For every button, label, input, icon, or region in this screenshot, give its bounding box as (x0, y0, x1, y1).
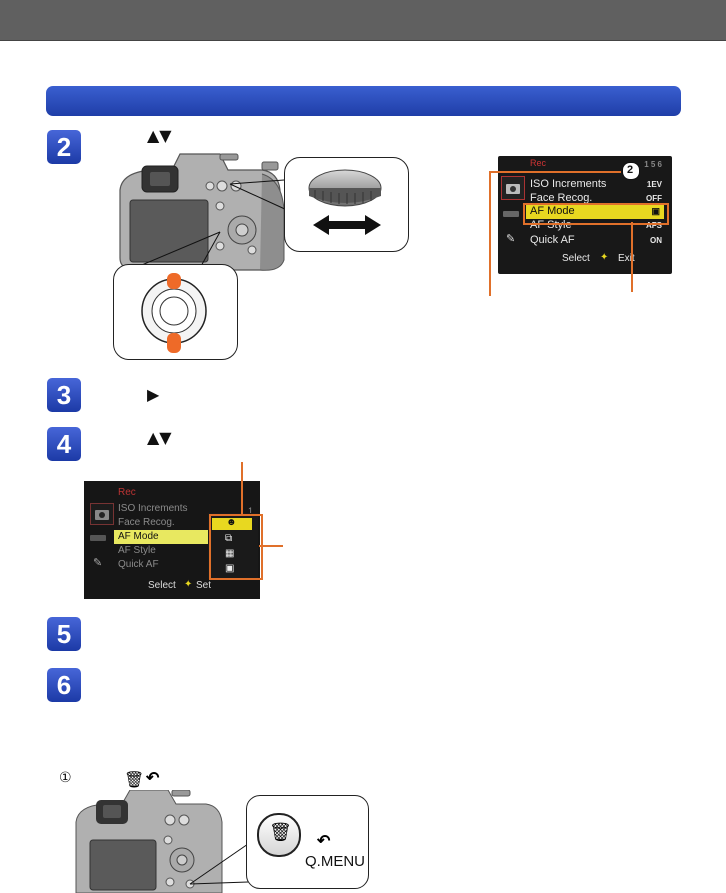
menu-item-label: AF Mode (118, 531, 159, 542)
menu-item-value: ▣ (651, 206, 660, 216)
delete-qmenu-button: 🗑 (257, 813, 301, 857)
up-down-arrows-icon: ▲▼ (147, 126, 172, 145)
camera-tab-icon (501, 176, 525, 200)
af-mode-callout-box (523, 203, 669, 225)
menu-item-label: Face Recog. (530, 192, 593, 204)
menu-item-label: Face Recog. (118, 517, 175, 528)
select-joystick-icon: ✦ (600, 252, 609, 263)
camera-tab-icon (90, 503, 114, 525)
video-tab-icon (90, 535, 106, 541)
camera-back-illustration-2 (75, 790, 249, 893)
return-arrow-icon: ↶ (146, 770, 160, 787)
menu-item-value: 1EV (646, 180, 662, 189)
qmenu-label: Q.MENU (305, 853, 365, 870)
menu-item-label: Quick AF (530, 234, 575, 246)
menu-footer-select: Select (148, 580, 176, 591)
wrench-tab-icon: ✎ (93, 557, 103, 569)
menu-item-label: AF Mode (530, 205, 575, 217)
menu-item-label: AF Style (118, 545, 156, 556)
callout-line (241, 462, 243, 514)
trash-icon: 🗑 (269, 822, 292, 842)
menu-footer-action: Set (196, 580, 212, 591)
callout-line (259, 545, 283, 547)
step-number-3: 3 (47, 378, 81, 412)
af-options-callout-box (209, 514, 263, 580)
menu-tab-title: Rec (118, 487, 136, 498)
step-number-4: 4 (47, 427, 81, 461)
menu-footer-action: Exit (618, 253, 635, 264)
section-title-bar (46, 86, 681, 116)
rear-dial-callout (284, 157, 409, 252)
callout-line (489, 171, 621, 173)
right-arrow-icon: ▶ (147, 385, 160, 404)
wrench-tab-icon: ✎ (506, 233, 516, 245)
af-option-face-detection: ☻ (212, 517, 252, 530)
menu-item-value: AFS (646, 221, 662, 230)
video-tab-icon (503, 211, 519, 217)
menu-item-label: AF Style (530, 219, 572, 231)
af-mode-options-panel: ☻ ⧉ ▦ ▣ (208, 513, 258, 579)
cursor-button-callout (113, 264, 238, 360)
1-area-icon: ▣ (225, 563, 235, 574)
rec-menu-screen-set: Rec 1 ✎ ISO Increments Face Recog. AF Mo… (84, 481, 260, 599)
qmenu-button-callout: 🗑 ↶ Q.MENU (246, 795, 369, 889)
23-area-icon: ▦ (225, 548, 235, 559)
menu-item-label: ISO Increments (118, 503, 188, 514)
step-number-5: 5 (47, 617, 81, 651)
menu-page-number: 1 5 6 (644, 160, 662, 169)
callout-line (489, 171, 491, 296)
rec-menu-screen-exit: Rec 1 5 6 ✎ ISO Increments 1EV Face Reco… (498, 156, 672, 274)
trash-icon: 🗑 (124, 772, 145, 789)
step-number-2: 2 (47, 130, 81, 164)
menu-highlight-row (526, 204, 664, 219)
callout-number-text: 2 (627, 164, 634, 176)
header-bar (0, 0, 726, 41)
menu-item-value: ON (650, 236, 662, 245)
circled-one-marker: ① (59, 770, 72, 786)
cursor-button-icon (141, 273, 207, 353)
select-joystick-icon: ✦ (184, 579, 193, 590)
menu-item-value: OFF (646, 194, 662, 203)
menu-tab-title: Rec (530, 158, 547, 168)
menu-highlight-row (114, 530, 214, 544)
rear-dial-icon (308, 169, 382, 235)
menu-page-fragment: 1 (248, 506, 254, 516)
return-arrow-icon: ↶ (317, 833, 331, 850)
menu-item-label: ISO Increments (530, 178, 607, 190)
callout-number-badge: 2 (622, 162, 640, 180)
camera-back-illustration (119, 153, 288, 271)
callout-line (631, 222, 633, 292)
face-detection-icon: ☻ (226, 517, 237, 528)
step-number-6: 6 (47, 668, 81, 702)
af-tracking-icon: ⧉ (225, 533, 233, 544)
menu-item-label: Quick AF (118, 559, 159, 570)
up-down-arrows-icon: ▲▼ (147, 428, 172, 447)
menu-footer-select: Select (562, 253, 590, 264)
